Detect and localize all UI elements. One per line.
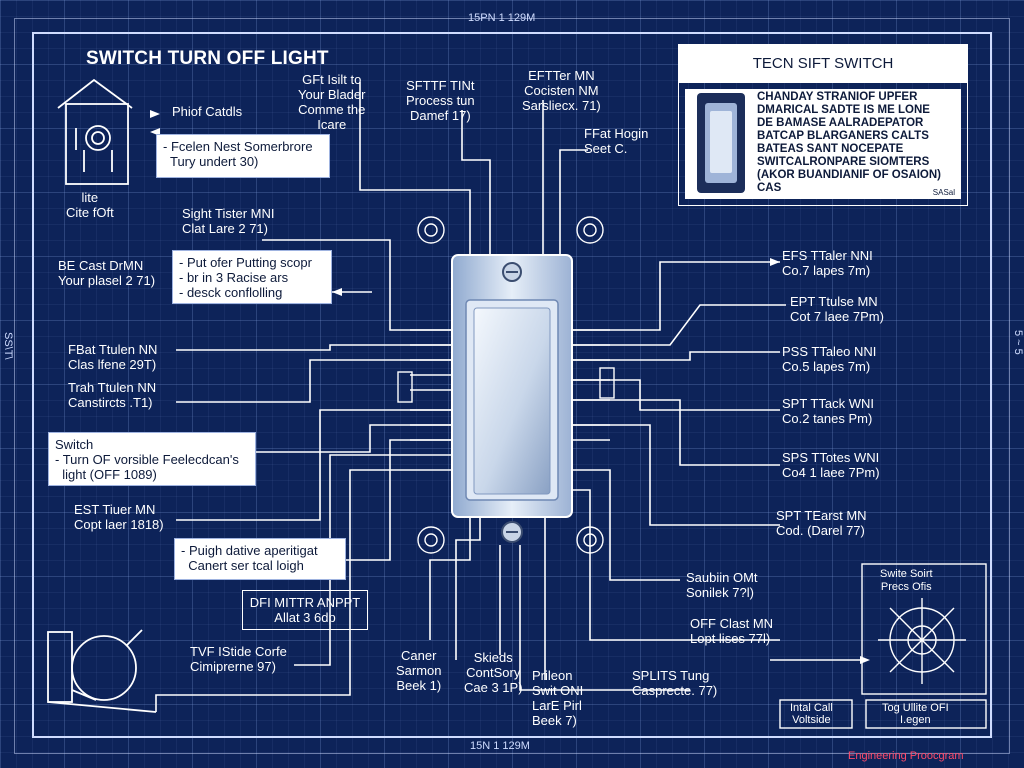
label-fbat: FBat Ttulen NN Clas lfene 29T) (68, 342, 158, 372)
panel-body: CHANDAY STRANIOF UPFER DMARICAL SADTE IS… (685, 89, 961, 199)
corner-box-right: Tog Ullite OFI I.egen (882, 702, 949, 726)
switch-product-image (697, 93, 745, 193)
label-right-7: Saubiin OMt Sonilek 7?l) (686, 570, 758, 600)
label-right-3: PSS TTaleo NNI Co.5 lapes 7m) (782, 344, 877, 374)
dfi-box: DFI MITTR ANPPT Allat 3 6dp (242, 590, 368, 630)
ruler-top: 15PN 1 129M (468, 12, 536, 24)
note-box-1: - Fcelen Nest Somerbrore Tury undert 30) (156, 134, 330, 178)
label-right-1: EFS TTaler NNI Co.7 lapes 7m) (782, 248, 873, 278)
corner-box-left: Intal Call Voltside (790, 702, 833, 726)
product-panel: TECN SIFT SWITCH CHANDAY STRANIOF UPFER … (678, 44, 968, 206)
note-box-2: - Put ofer Putting scopr - br in 3 Racis… (172, 250, 332, 304)
label-bottom-1: Caner Sarmon Beek 1) (396, 648, 442, 693)
label-tvf: TVF IStide Corfe Cimiprerne 97) (190, 644, 287, 674)
label-top-2: SFTTF TINt Process tun Damef 17) (406, 78, 475, 123)
diagram-title: SWITCH TURN OFF LIGHT (86, 48, 329, 69)
corner-label: Swite Soirt Precs Ofis (880, 568, 933, 593)
panel-caption: SASal (932, 188, 955, 197)
label-right-2: EPT Ttulse MN Cot 7 laee 7Pm) (790, 294, 884, 324)
label-right-4: SPT TTack WNI Co.2 tanes Pm) (782, 396, 874, 426)
note-box-4: - Puigh dative aperitigat Canert ser tca… (174, 538, 346, 580)
panel-description: CHANDAY STRANIOF UPFER DMARICAL SADTE IS… (757, 91, 941, 194)
panel-title: TECN SIFT SWITCH (679, 45, 967, 83)
label-right-6: SPT TEarst MN Cod. (Darel 77) (776, 508, 867, 538)
footer-credit: Engineering Proocgram (848, 750, 964, 762)
outer-frame (14, 18, 1010, 754)
label-bottom-3: Prileon Swit ONI LarE Pirl Beek 7) (532, 668, 584, 728)
label-est: EST Tiuer MN Copt laer 1818) (74, 502, 164, 532)
label-trah: Trah Ttulen NN Canstircts .T1) (68, 380, 157, 410)
ruler-right: 5 ~ 5 (1012, 330, 1024, 355)
label-be-cast: BE Cast DrMN Your plasel 2 71) (58, 258, 156, 288)
house-caption: lite Cite fOft (66, 190, 114, 220)
label-top-1: GFt Isilt to Your Blader Comme the Icare (298, 72, 366, 132)
ruler-left: SS\T\ (2, 332, 14, 360)
drawing-frame (32, 32, 992, 738)
label-bottom-2: Skieds ContSory Cae 3 1P) (464, 650, 523, 695)
label-right-9: SPLITS Tung Casprecte. 77) (632, 668, 718, 698)
label-right-8: OFF Clast MN Lopt lises 77l) (690, 616, 774, 646)
ruler-bottom: 15N 1 129M (470, 740, 530, 752)
note-box-3: Switch - Turn OF vorsible Feelecdcan's l… (48, 432, 256, 486)
label-top-4: FFat Hogin Seet C. (584, 126, 649, 156)
label-sight: Sight Tister MNI Clat Lare 2 71) (182, 206, 275, 236)
house-label: Phiof Catdls (172, 104, 243, 119)
label-top-3: EFTTer MN Cocisten NM Sarsliecx. 71) (522, 68, 601, 113)
label-right-5: SPS TTotes WNI Co4 1 laee 7Pm) (782, 450, 880, 480)
